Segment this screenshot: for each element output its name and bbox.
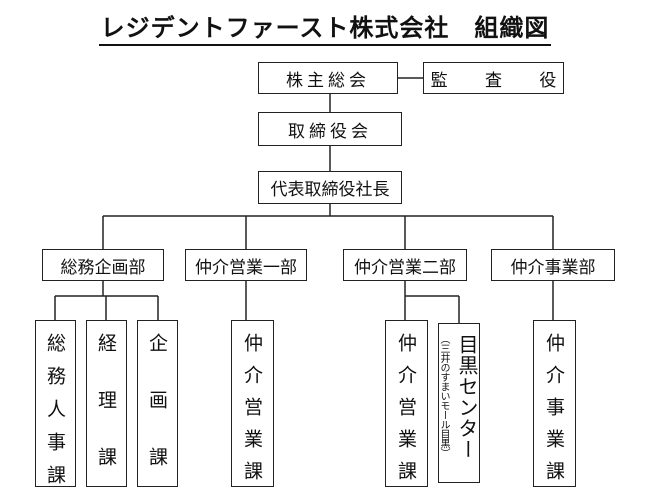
chart-title: レジデントファースト株式会社 組織図 (0, 8, 650, 46)
meguro-center-name: 目黒センター (455, 334, 479, 460)
brokerage-sales-dept-1-box: 仲介営業一部 (185, 249, 307, 281)
brokerage-sales-dept-2-box: 仲介営業二部 (343, 249, 467, 281)
brokerage-business-dept-box: 仲介事業部 (491, 249, 615, 281)
meguro-center-note: （三井のすまいモール目黒） (438, 334, 449, 458)
meguro-center-box: 目黒センター （三井のすまいモール目黒） (438, 323, 480, 483)
shareholders-meeting-box: 株主総会 (258, 62, 398, 94)
brokerage-business-section-box: 仲介事業課 (533, 320, 576, 493)
general-affairs-planning-dept-box: 総務企画部 (42, 249, 164, 281)
accounting-section-box: 経理課 (86, 320, 127, 504)
ceo-box: 代表取締役社長 (258, 171, 402, 204)
sales-2-section-box: 仲介営業課 (385, 320, 428, 493)
board-of-directors-box: 取締役会 (258, 112, 402, 146)
general-affairs-hr-section-box: 総務人事課 (35, 320, 76, 498)
sales-1-section-box: 仲介営業課 (231, 320, 274, 493)
auditor-box: 監 査 役 (423, 62, 564, 94)
planning-section-box: 企画課 (137, 320, 178, 504)
